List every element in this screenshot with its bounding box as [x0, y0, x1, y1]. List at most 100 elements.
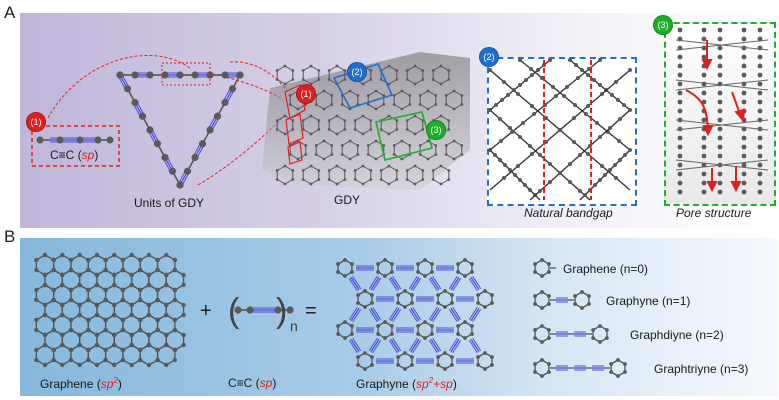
bandgap-atom — [576, 76, 580, 80]
bond — [328, 165, 338, 171]
pore-atom — [741, 162, 747, 168]
sheet-atom — [392, 103, 396, 106]
bandgap-atom — [618, 117, 622, 121]
unit-atom — [131, 98, 139, 107]
lattice-atom — [34, 297, 39, 303]
lattice-atom — [68, 317, 74, 323]
bond — [388, 306, 398, 320]
lattice-atom — [51, 257, 56, 263]
sheet-atom — [340, 103, 344, 106]
pore-atom — [757, 99, 763, 105]
sheet-atom — [335, 182, 339, 186]
acetylene-atom — [246, 306, 254, 314]
bond — [489, 177, 505, 191]
bandgap-atom — [506, 93, 510, 97]
pore-atom — [757, 162, 763, 168]
bond — [375, 154, 385, 160]
lattice-atom — [476, 363, 480, 367]
natural-bandgap-label: Natural bandgap — [524, 206, 613, 220]
pore-atom — [701, 90, 707, 96]
lattice-atom — [164, 282, 169, 288]
bond — [419, 104, 429, 110]
pore-atom — [677, 108, 683, 114]
sheet-atom — [335, 132, 339, 136]
sheet-atom — [405, 178, 409, 181]
bandgap-atom — [586, 152, 590, 156]
bandgap-atom — [503, 163, 507, 167]
lattice-atom — [343, 258, 347, 262]
lattice-atom — [68, 257, 74, 263]
lattice-atom — [540, 358, 544, 362]
lattice-atom — [60, 272, 65, 278]
sheet-atom — [361, 164, 365, 168]
bandgap-atom — [551, 85, 555, 89]
lattice-atom — [155, 347, 160, 353]
bond — [448, 337, 458, 351]
bond — [599, 127, 611, 138]
bond — [328, 79, 338, 85]
sheet-atom — [366, 153, 370, 156]
lattice-atom — [60, 362, 65, 368]
bond — [388, 65, 398, 71]
lattice-atom — [376, 324, 380, 328]
lattice-atom — [350, 332, 354, 336]
pore-atom — [757, 108, 763, 114]
bond — [276, 129, 286, 135]
sheet-atom — [317, 78, 321, 81]
lattice-atom — [573, 302, 577, 306]
sheet-atom — [314, 153, 318, 156]
bond — [370, 338, 380, 353]
bandgap-atom — [548, 180, 552, 184]
lattice-atom — [580, 306, 584, 310]
lattice-atom — [336, 332, 340, 336]
bond — [310, 129, 320, 135]
bond — [392, 337, 402, 351]
lattice-atom — [60, 282, 65, 288]
pore-atom — [741, 144, 747, 150]
cc-text: C≡C ( — [50, 148, 82, 162]
sheet-atom — [405, 78, 409, 81]
lattice-atom — [390, 270, 394, 274]
sheet-atom — [322, 89, 326, 93]
sheet-atom — [317, 128, 321, 131]
bond — [503, 165, 519, 179]
bandgap-atom — [598, 135, 602, 139]
bond — [310, 65, 320, 71]
pore-atom — [677, 135, 683, 141]
pore-atom — [757, 171, 763, 177]
sheet-atom — [426, 107, 430, 111]
pore-atom — [677, 27, 683, 33]
sheet-atom — [314, 144, 318, 147]
sheet-atom — [387, 82, 391, 86]
bond — [323, 154, 333, 160]
sheet-atom — [434, 94, 438, 97]
lattice-atom — [155, 267, 160, 273]
sheet-atom — [291, 78, 295, 81]
sheet-atom — [426, 139, 430, 143]
bond — [406, 179, 416, 185]
sheet-atom — [330, 103, 334, 106]
sheet-atom — [309, 132, 313, 136]
bond — [362, 179, 372, 185]
bandgap-atom — [528, 144, 532, 148]
lattice-atom — [94, 282, 100, 288]
bandgap-atom — [583, 193, 587, 197]
lattice-atom — [533, 302, 537, 306]
bond — [354, 129, 364, 135]
lattice-atom — [436, 293, 440, 297]
lattice-atom — [103, 297, 108, 303]
bandgap-atom — [518, 83, 522, 87]
sheet-atom — [366, 103, 370, 106]
lattice-atom — [416, 270, 420, 274]
sheet-atom — [413, 82, 417, 86]
lattice-atom — [181, 342, 186, 348]
bandgap-atom — [572, 140, 576, 144]
bond — [427, 140, 437, 146]
sheet-atom — [431, 169, 435, 172]
bandgap-atom — [493, 153, 497, 157]
bandgap-atom — [565, 85, 569, 89]
lattice-atom — [94, 342, 100, 348]
sheet-atom — [413, 114, 417, 118]
lattice-atom — [443, 351, 447, 355]
